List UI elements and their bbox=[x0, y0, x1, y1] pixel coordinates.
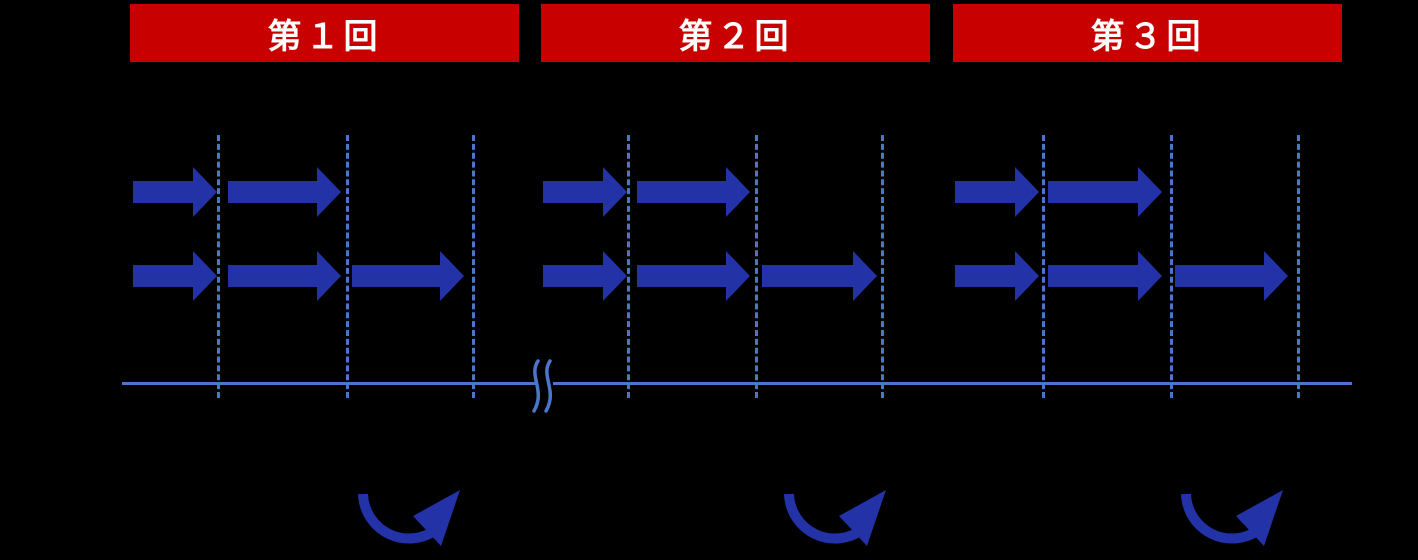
arrow-head bbox=[1138, 167, 1162, 217]
arrow-shaft bbox=[955, 181, 1017, 203]
arrow-head bbox=[193, 251, 217, 301]
arrow-shaft bbox=[228, 265, 319, 287]
clockwise-curved-arrow-icon-round2 bbox=[779, 488, 894, 555]
time-axis-segment-2 bbox=[553, 382, 1352, 385]
round-1-header: 第１回 bbox=[130, 4, 519, 62]
right-block-arrow-icon-round3-r2-2 bbox=[1048, 251, 1162, 301]
right-block-arrow-icon-round1-r2-2 bbox=[228, 251, 341, 301]
dashed-guide-line-7 bbox=[1042, 135, 1045, 398]
arrow-head bbox=[853, 251, 877, 301]
arrow-head bbox=[726, 251, 750, 301]
arrow-head bbox=[603, 251, 627, 301]
arrow-head bbox=[1264, 251, 1288, 301]
dashed-guide-line-4 bbox=[627, 135, 630, 398]
arrow-shaft bbox=[352, 265, 442, 287]
arrow-head bbox=[1015, 251, 1039, 301]
right-block-arrow-icon-round1-r1-1 bbox=[133, 167, 217, 217]
right-block-arrow-icon-round2-r2-2 bbox=[637, 251, 750, 301]
right-block-arrow-icon-round3-r2-3 bbox=[1175, 251, 1288, 301]
arrow-shaft bbox=[543, 181, 605, 203]
arrow-head bbox=[317, 251, 341, 301]
clockwise-curved-arrow-icon-round3 bbox=[1176, 488, 1291, 555]
arrow-head bbox=[1138, 251, 1162, 301]
time-axis-segment-1 bbox=[122, 382, 536, 385]
dashed-guide-line-6 bbox=[881, 135, 884, 398]
round-3-header: 第３回 bbox=[953, 4, 1342, 62]
arrow-head bbox=[603, 167, 627, 217]
right-block-arrow-icon-round1-r1-2 bbox=[228, 167, 341, 217]
arrow-shaft bbox=[1048, 181, 1140, 203]
arrow-head bbox=[440, 251, 464, 301]
clockwise-curved-arrow-icon-round1 bbox=[353, 488, 468, 555]
arrow-shaft bbox=[637, 265, 728, 287]
arrow-head bbox=[193, 167, 217, 217]
arrow-head bbox=[317, 167, 341, 217]
arrow-shaft bbox=[228, 181, 319, 203]
round-2-header: 第２回 bbox=[541, 4, 930, 62]
right-block-arrow-icon-round3-r1-1 bbox=[955, 167, 1039, 217]
dashed-guide-line-9 bbox=[1297, 135, 1300, 398]
right-block-arrow-icon-round2-r1-2 bbox=[637, 167, 750, 217]
arrow-shaft bbox=[133, 265, 195, 287]
right-block-arrow-icon-round1-r2-1 bbox=[133, 251, 217, 301]
arrow-shaft bbox=[1048, 265, 1140, 287]
dashed-guide-line-3 bbox=[472, 135, 475, 398]
arrow-shaft bbox=[1175, 265, 1266, 287]
dashed-guide-line-5 bbox=[755, 135, 758, 398]
arrow-shaft bbox=[955, 265, 1017, 287]
arrow-shaft bbox=[543, 265, 605, 287]
axis-break-icon bbox=[522, 358, 566, 419]
right-block-arrow-icon-round2-r2-1 bbox=[543, 251, 627, 301]
arrow-head bbox=[1015, 167, 1039, 217]
right-block-arrow-icon-round2-r1-1 bbox=[543, 167, 627, 217]
dashed-guide-line-1 bbox=[217, 135, 220, 398]
arrow-shaft bbox=[637, 181, 728, 203]
arrow-head bbox=[726, 167, 750, 217]
right-block-arrow-icon-round2-r2-3 bbox=[762, 251, 877, 301]
right-block-arrow-icon-round3-r1-2 bbox=[1048, 167, 1162, 217]
arrow-shaft bbox=[133, 181, 195, 203]
right-block-arrow-icon-round1-r2-3 bbox=[352, 251, 464, 301]
dashed-guide-line-8 bbox=[1170, 135, 1173, 398]
dashed-guide-line-2 bbox=[346, 135, 349, 398]
right-block-arrow-icon-round3-r2-1 bbox=[955, 251, 1039, 301]
arrow-shaft bbox=[762, 265, 855, 287]
